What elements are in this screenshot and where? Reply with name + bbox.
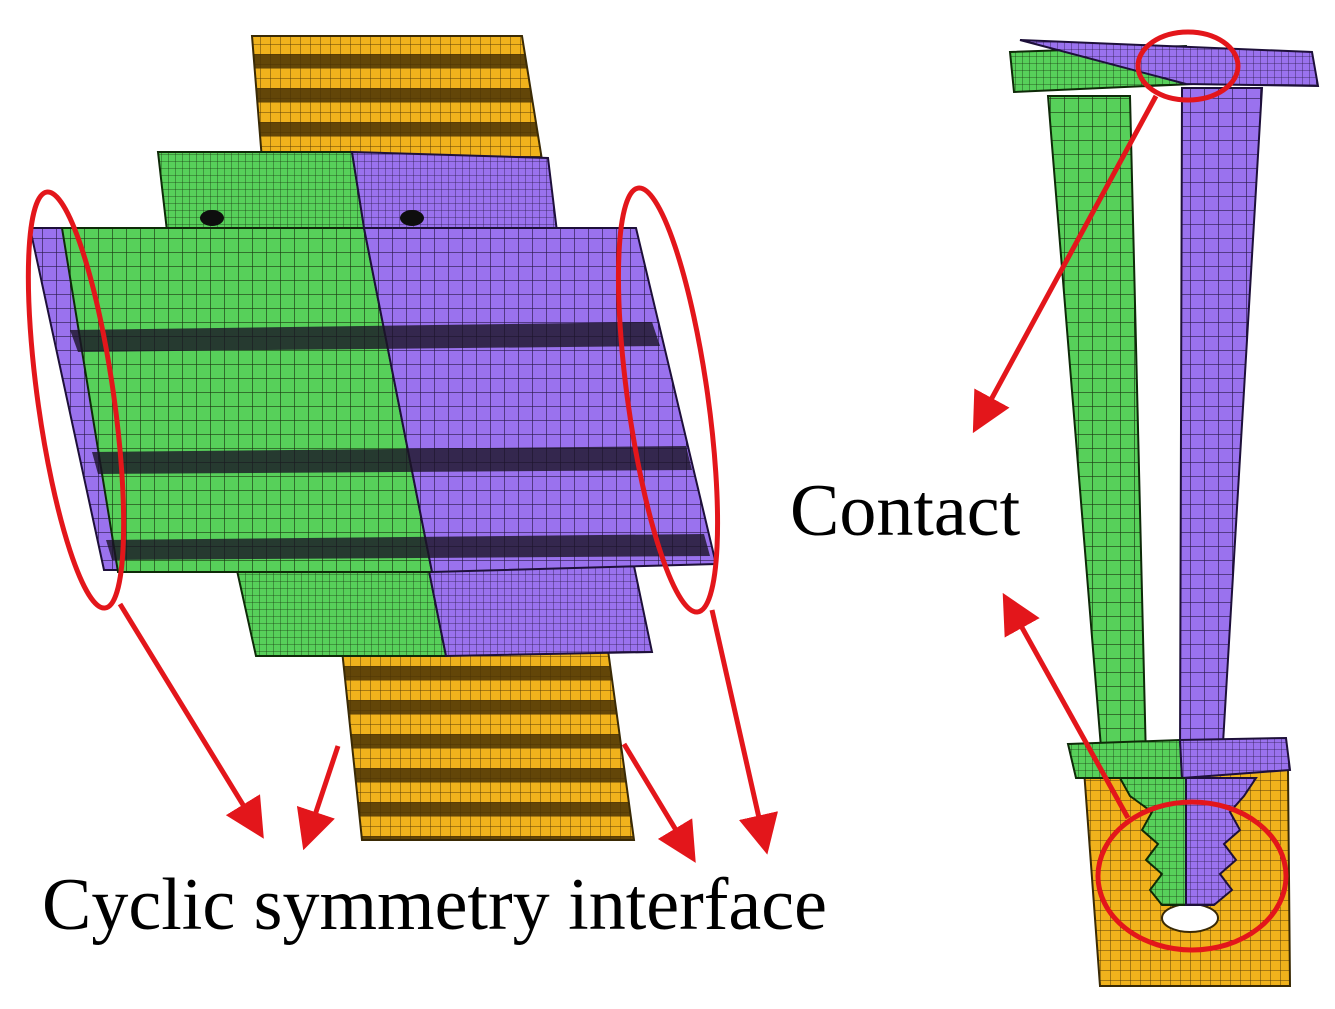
annotations — [25, 29, 1289, 953]
contact-ring-shroud — [1135, 29, 1241, 103]
contact-ring-root — [1095, 799, 1289, 953]
green-upper-tab — [156, 151, 368, 241]
purple-shroud — [1019, 39, 1320, 88]
purple-lower-platform — [1178, 736, 1292, 780]
cyclic-interface-ring-right — [615, 185, 721, 615]
cyclic-arrow-1 — [117, 602, 264, 839]
hole-left — [200, 210, 224, 226]
platform-mesh-model — [28, 35, 718, 841]
purple-upper-tab — [350, 150, 560, 241]
cyclic-arrow-2 — [296, 745, 341, 851]
disk-sector-top — [250, 35, 544, 161]
disk-sector-bottom — [340, 649, 636, 841]
purple-airfoil — [1178, 87, 1264, 761]
cyclic-interface-ring-left — [25, 189, 127, 611]
contact-arrow-top — [972, 94, 1159, 434]
hole-right — [400, 210, 424, 226]
green-lower-tab — [234, 565, 448, 657]
purple-root — [1185, 777, 1258, 906]
cyclic-arrow-4 — [709, 609, 778, 855]
cyclic-arrow-3 — [621, 742, 696, 863]
platform-grooves — [70, 322, 710, 560]
green-airfoil — [1046, 95, 1148, 761]
cyclic-symmetry-label: Cyclic symmetry interface — [42, 864, 827, 946]
purple-lower-tab — [426, 565, 654, 658]
contact-arrow-bottom — [1002, 592, 1131, 820]
dovetail-cavity — [1161, 903, 1219, 933]
contact-label: Contact — [790, 470, 1021, 552]
blade-mesh-model — [1008, 39, 1320, 987]
